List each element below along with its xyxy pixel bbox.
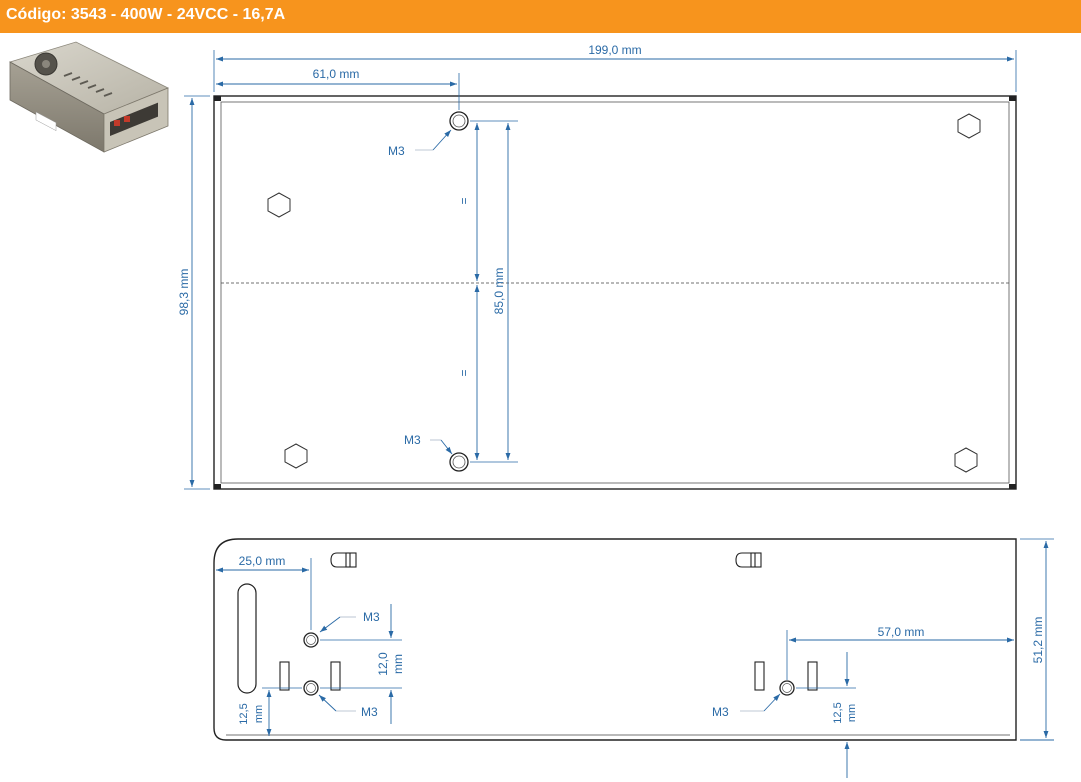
corner-tabs <box>214 96 1016 489</box>
dimension-bottom-offset-left-label: 12,5 <box>238 703 250 724</box>
terminal-slots <box>279 661 818 691</box>
m3-label-side-lower: M3 <box>361 705 378 719</box>
product-photo <box>8 41 169 153</box>
dimension-hole-offset-label: 61,0 mm <box>313 67 360 81</box>
dimension-right-offset-label: 57,0 mm <box>878 625 925 639</box>
equal-mark-lower: = <box>457 369 471 376</box>
callout-m3-top: M3 <box>388 129 452 158</box>
m3-label-top: M3 <box>388 144 405 158</box>
dimension-side-hole-spacing: 12,0 mm <box>320 604 405 724</box>
dimension-hole-spacing-label: 85,0 mm <box>492 268 506 315</box>
dimension-side-hole-spacing-label: 12,0 <box>376 652 390 676</box>
side-view-outline <box>213 538 1017 741</box>
dimension-bottom-offset-right: 12,5 mm <box>796 652 858 778</box>
dimension-width: 199,0 mm <box>213 43 1017 92</box>
callout-m3-bottom: M3 <box>404 433 453 455</box>
side-hole-lower-left <box>303 680 319 696</box>
dimension-width-label: 199,0 mm <box>588 43 641 57</box>
dimension-side-hole-spacing-unit: mm <box>391 654 405 674</box>
dimension-height-label: 98,3 mm <box>177 269 191 316</box>
page-title: Código: 3543 - 400W - 24VCC - 16,7A <box>6 6 286 23</box>
dimension-hole-offset: 61,0 mm <box>216 67 460 110</box>
dimension-left-offset: 25,0 mm <box>216 554 312 630</box>
side-hole-right <box>779 680 795 696</box>
mounting-hole-bottom <box>449 452 469 472</box>
m3-label-bottom: M3 <box>404 433 421 447</box>
callout-m3-side-upper: M3 <box>319 610 380 633</box>
dimension-bottom-offset-left-unit: mm <box>253 705 265 723</box>
callout-m3-side-right: M3 <box>712 693 781 719</box>
callout-m3-side-lower: M3 <box>318 694 378 719</box>
hex-icon <box>267 113 981 473</box>
dimension-equal-halves: = = <box>457 122 480 460</box>
vent-slot <box>237 583 257 694</box>
top-view-outline <box>213 95 1017 490</box>
equal-mark-upper: = <box>457 197 471 204</box>
header-bar: Código: 3543 - 400W - 24VCC - 16,7A <box>0 0 1081 33</box>
dimension-height: 98,3 mm <box>177 95 210 490</box>
side-view: 25,0 mm 57,0 mm 51,2 mm 12,0 mm 1 <box>213 538 1054 778</box>
top-view: 199,0 mm 61,0 mm 98,3 mm 85,0 mm = = <box>177 43 1017 490</box>
dimension-bottom-offset-left: 12,5 mm <box>238 687 302 736</box>
dimension-side-height: 51,2 mm <box>1020 538 1054 741</box>
dimension-side-height-label: 51,2 mm <box>1031 617 1045 664</box>
top-view-inner-outline <box>220 101 1010 484</box>
clip-icon <box>330 552 762 568</box>
dimension-bottom-offset-right-label: 12,5 <box>832 702 844 723</box>
dimension-right-offset: 57,0 mm <box>786 625 1014 680</box>
dimension-left-offset-label: 25,0 mm <box>239 554 286 568</box>
dimension-bottom-offset-right-unit: mm <box>846 704 858 722</box>
m3-label-side-upper: M3 <box>363 610 380 624</box>
m3-label-side-right: M3 <box>712 705 729 719</box>
side-hole-upper-left <box>303 632 319 648</box>
mounting-hole-top <box>449 111 469 131</box>
dimension-hole-spacing: 85,0 mm <box>470 120 518 463</box>
